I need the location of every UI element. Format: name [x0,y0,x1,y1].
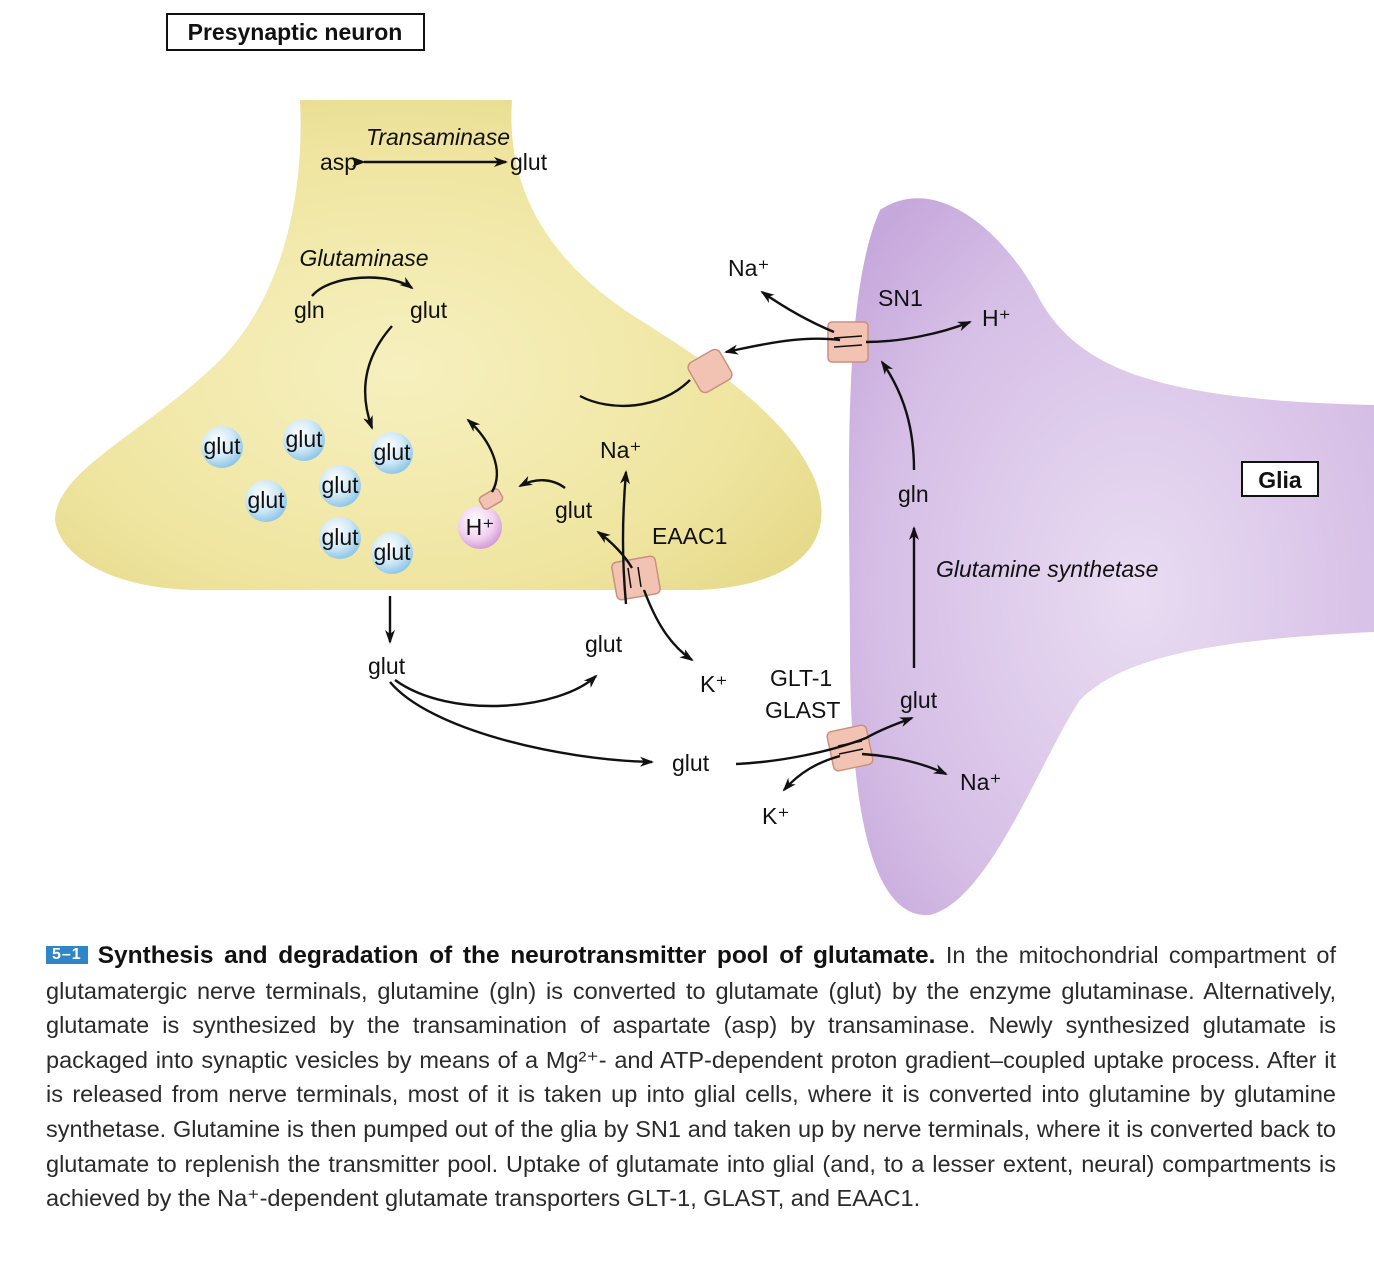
vesicle: glut [245,480,287,522]
proton-exchange-arrow [466,418,498,493]
na-plus-sn1-label: Na⁺ [728,255,770,281]
svg-text:glut: glut [321,472,359,498]
gln-into-neuron-arrow [579,379,691,408]
proton-vesicle [458,505,502,549]
glutaminase-glut-label: glut [410,297,448,323]
glutaminase-arrow [311,276,414,297]
glutaminase-label: Glutaminase [299,245,428,271]
glutamine-synthetase-label: Glutamine synthetase [936,556,1158,582]
svg-text:glut: glut [285,426,323,452]
vesicle: glut [201,426,243,468]
glt1-label: GLT-1 [770,665,832,691]
synaptic-vesicles: glut glut glut glut glut glut glut [201,419,413,574]
h-into-glia-arrow [865,320,972,344]
caption-body: In the mitochondrial compartment of glut… [46,942,1336,1212]
eaac1-transporter-icon [611,555,661,601]
svg-text:glut: glut [373,539,411,565]
glia-box [1241,461,1319,497]
k-plus-glia-label: K⁺ [762,803,789,829]
eaac1-label: EAAC1 [652,523,727,549]
k-out-glia-arrow [782,754,841,792]
gln-to-sn1-arrow [880,360,916,471]
gln-neuron-label: gln [294,297,325,323]
k-plus-eaac1-label: K⁺ [700,671,727,697]
glut-to-vesicles-arrow [363,325,393,430]
gln-out-glia-arrow [724,337,841,355]
vesicle: glut [319,517,361,559]
glut-to-glia-arrow [389,681,654,767]
na-into-glia-arrow [861,752,948,776]
na-into-neuron-arrow [620,470,630,605]
sn1-label: SN1 [878,285,923,311]
presynaptic-neuron-box [166,13,425,51]
glut-into-glia-arrow [735,716,914,766]
glut-extracellular-glia-label: glut [672,750,710,776]
sn1-transporter-icon [827,321,869,363]
vesicle: glut [371,432,413,474]
glut-cytosol-label: glut [555,497,593,523]
synaptic-glut-label: glut [368,653,406,679]
svg-text:glut: glut [321,524,359,550]
svg-text:glut: glut [247,487,285,513]
figure-caption: 5–1 Synthesis and degradation of the neur… [46,938,1336,1216]
presynaptic-neuron-label: Presynaptic neuron [188,19,403,45]
transaminase-label: Transaminase [366,124,510,150]
svg-text:glut: glut [373,439,411,465]
vesicle: glut [319,465,361,507]
transaminase-glut-label: glut [510,149,548,175]
glast-label: GLAST [765,697,840,723]
glut-extracellular-eaac1-label: glut [585,631,623,657]
asp-label: asp [320,149,357,175]
glut-into-vesicle-arrow [518,475,566,489]
glial-cell [848,198,1374,916]
glut-to-eaac1-arrow [394,674,598,708]
glt1-glast-transporter-icon [826,724,874,772]
figure-number-badge: 5–1 [46,946,88,964]
glia-label: Glia [1258,467,1302,493]
na-out-glia-arrow [760,290,835,334]
neuronal-gln-transporter-icon [687,348,733,394]
glut-glia-label: glut [900,687,938,713]
h-plus-sn1-label: H⁺ [982,305,1011,331]
na-plus-glia-label: Na⁺ [960,769,1002,795]
k-out-neuron-arrow [642,589,694,662]
vesicle: glut [283,419,325,461]
glut-into-neuron-arrow [596,530,634,569]
svg-text:glut: glut [203,433,241,459]
vesicular-transporter-icon [478,488,504,510]
glutamate-cycle-diagram: Presynaptic neuron Glia Transaminase asp… [55,13,1374,916]
na-plus-eaac1-label: Na⁺ [600,437,642,463]
presynaptic-neuron-terminal [55,100,822,590]
h-plus-vesicle-label: H⁺ [466,514,495,540]
gln-glia-label: gln [898,481,929,507]
caption-title: Synthesis and degradation of the neurotr… [97,942,936,969]
vesicle: glut [371,532,413,574]
